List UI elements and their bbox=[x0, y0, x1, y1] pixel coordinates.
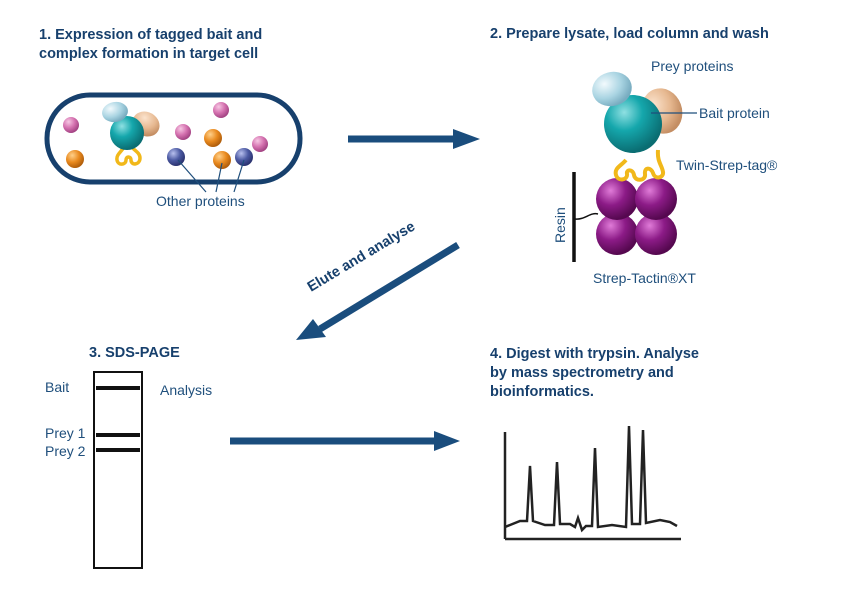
arrow-step3-to-step4 bbox=[230, 431, 460, 451]
step1-title-line1: 1. Expression of tagged bait and bbox=[39, 27, 262, 43]
elute-label: Elute and analyse bbox=[305, 219, 418, 296]
cell-proteins bbox=[63, 102, 268, 169]
strep-tactin-subunit bbox=[596, 213, 638, 255]
step4-title-line3: bioinformatics. bbox=[490, 384, 594, 400]
orange-protein bbox=[204, 129, 222, 147]
pink-protein bbox=[175, 124, 191, 140]
analysis-label: Analysis bbox=[160, 382, 212, 398]
orange-protein bbox=[213, 151, 231, 169]
bait-band bbox=[96, 386, 140, 390]
navy-protein bbox=[235, 148, 253, 166]
other-proteins-label: Other proteins bbox=[156, 193, 245, 209]
pink-protein bbox=[63, 117, 79, 133]
step2-title: 2. Prepare lysate, load column and wash bbox=[490, 26, 769, 42]
strep-tactin-subunit bbox=[596, 178, 638, 220]
bait-protein-label: Bait protein bbox=[699, 105, 770, 121]
step4-title-line1: 4. Digest with trypsin. Analyse bbox=[490, 346, 699, 362]
bait-complex-in-cell bbox=[102, 101, 160, 166]
prey-protein-icon bbox=[592, 71, 632, 107]
resin-linker bbox=[574, 212, 599, 220]
pink-protein bbox=[252, 136, 268, 152]
prey1-band bbox=[96, 433, 140, 437]
prey1-label: Prey 1 bbox=[45, 425, 86, 441]
step1-title-line2: complex formation in target cell bbox=[39, 46, 258, 62]
prey2-band bbox=[96, 448, 140, 452]
prey-protein-icon bbox=[604, 95, 662, 153]
bait-label: Bait bbox=[45, 379, 69, 395]
step4-title-line2: by mass spectrometry and bbox=[490, 365, 674, 381]
other-proteins-pointer bbox=[177, 159, 245, 193]
strep-tactin-subunit bbox=[635, 178, 677, 220]
orange-protein bbox=[66, 150, 84, 168]
step3-title: 3. SDS-PAGE bbox=[89, 345, 180, 361]
strep-tactin-label: Strep-Tactin®XT bbox=[593, 270, 696, 286]
arrow-step2-to-step3 bbox=[296, 242, 460, 340]
arrow-step1-to-step2 bbox=[348, 129, 480, 149]
navy-protein bbox=[167, 148, 185, 166]
twin-strep-tag-label: Twin-Strep-tag® bbox=[676, 157, 778, 173]
prey2-label: Prey 2 bbox=[45, 443, 86, 459]
spectrum-trace bbox=[504, 425, 678, 533]
gel-lane bbox=[93, 371, 143, 569]
prey-protein-icon bbox=[102, 101, 128, 123]
bound-complex bbox=[592, 71, 683, 182]
resin-label: Resin bbox=[552, 207, 568, 243]
strep-tag-icon bbox=[115, 143, 142, 166]
prey-proteins-label: Prey proteins bbox=[651, 58, 733, 74]
mass-spectrum bbox=[503, 425, 681, 541]
resin bbox=[572, 172, 599, 262]
strep-tactin-tetramer bbox=[596, 178, 677, 255]
twin-strep-tag-icon bbox=[613, 149, 666, 182]
prey-protein-icon bbox=[110, 116, 144, 150]
pink-protein bbox=[213, 102, 229, 118]
strep-tactin-subunit bbox=[635, 213, 677, 255]
